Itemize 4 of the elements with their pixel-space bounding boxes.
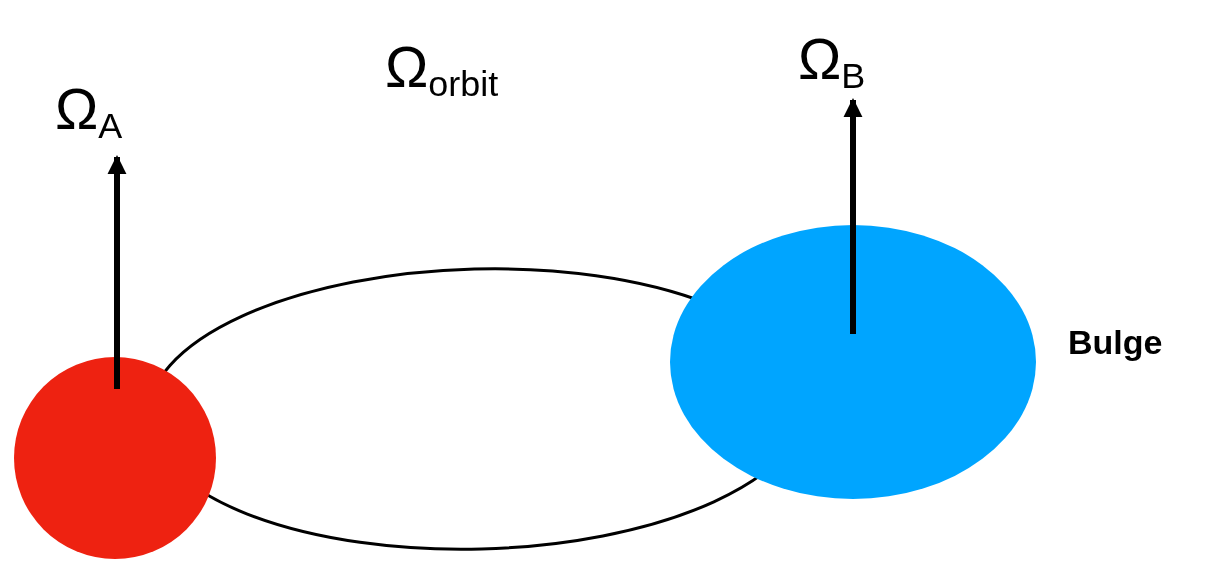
symbol-label: Ω$_{A}$ (55, 80, 123, 144)
bulge-label: Bulge (1068, 325, 1163, 359)
symbol-label: Ω$_{B}$ (798, 30, 866, 94)
symbol-label: Ω$_{orbit}$ (385, 38, 499, 102)
